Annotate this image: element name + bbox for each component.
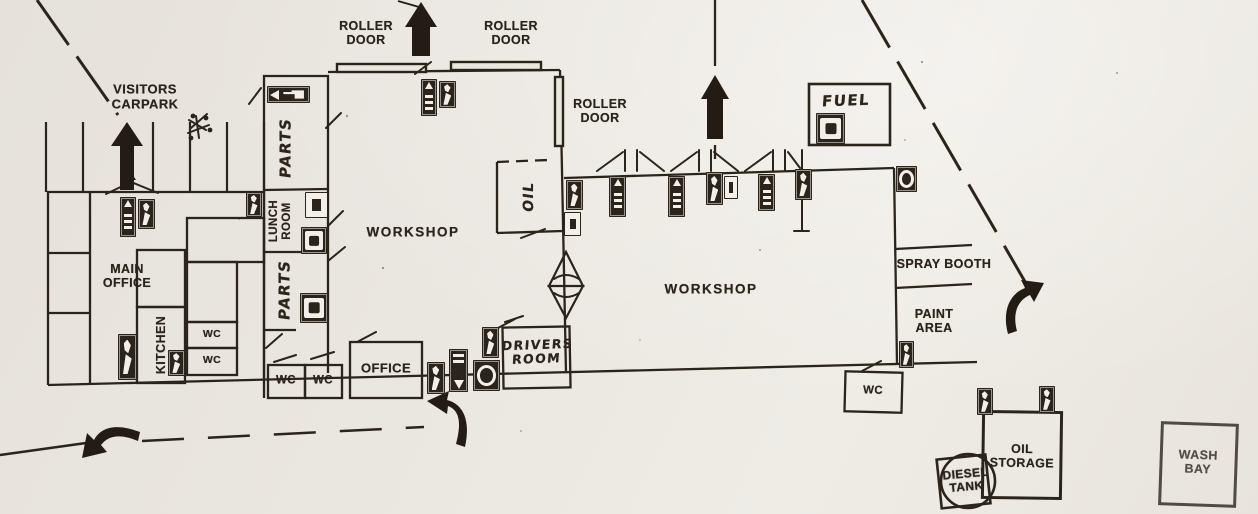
assembly-point-sign-icon bbox=[668, 176, 685, 217]
parts-label: PARTS bbox=[275, 258, 294, 322]
fire-exit-sign-icon bbox=[168, 350, 185, 376]
fire-exit-sign-icon bbox=[706, 172, 723, 205]
oil-storage-label: OIL STORAGE bbox=[989, 441, 1055, 471]
roller-door-label: ROLLER DOOR bbox=[573, 97, 627, 125]
traffic-flow-arrows bbox=[82, 280, 1044, 458]
lunch-room-label: LUNCH ROOM bbox=[268, 199, 293, 243]
fire-extinguisher-sign-icon bbox=[300, 293, 328, 323]
drivers-room-label: DRIVERS ROOM bbox=[501, 335, 574, 367]
clock-sign-icon bbox=[473, 360, 500, 391]
site-boundary-lines bbox=[0, 0, 1033, 457]
fire-exit-sign-icon bbox=[482, 327, 499, 358]
paint-area-label: PAINT AREA bbox=[914, 307, 954, 335]
oil-store-label: OIL bbox=[521, 180, 538, 214]
fire-exit-sign-icon bbox=[439, 81, 456, 108]
clock-sign-icon bbox=[896, 166, 917, 192]
fire-exit-sign-icon bbox=[1039, 386, 1055, 413]
exit-left-sign-icon bbox=[267, 86, 310, 103]
wash-bay-label: WASH BAY bbox=[1178, 447, 1219, 477]
wc-label: WC bbox=[862, 384, 884, 397]
parts-label: PARTS bbox=[276, 116, 295, 180]
arrow-annotation-stroke bbox=[397, 0, 420, 8]
assembly-point-sign-icon bbox=[758, 174, 775, 211]
fuel-label: FUEL bbox=[821, 90, 871, 111]
fire-exit-sign-icon bbox=[977, 388, 993, 415]
roller-door-label: ROLLER DOOR bbox=[339, 19, 393, 47]
main-office-label: MAIN OFFICE bbox=[102, 262, 152, 290]
office-label: OFFICE bbox=[360, 360, 412, 376]
wc-label: WC bbox=[202, 328, 222, 341]
roller-door-label: ROLLER DOOR bbox=[484, 19, 538, 47]
assembly-point-sign-icon bbox=[120, 197, 136, 237]
safety-notice-sign-icon bbox=[305, 192, 328, 218]
assembly-point-sign-icon bbox=[421, 79, 437, 116]
fire-extinguisher-sign-icon bbox=[301, 227, 327, 254]
spray-booth-label: SPRAY BOOTH bbox=[896, 257, 992, 271]
fire-exit-sign-icon bbox=[138, 199, 155, 229]
first-aid-sign-icon bbox=[449, 349, 468, 392]
safety-notice-sign-icon bbox=[724, 176, 738, 199]
door-swings bbox=[105, 61, 882, 372]
wc-label: WC bbox=[313, 374, 333, 387]
visitors-carpark-label: VISITORS CARPARK bbox=[111, 81, 179, 111]
fire-exit-sign-icon bbox=[427, 362, 445, 394]
tree-icon bbox=[187, 113, 213, 141]
wc-label: WC bbox=[202, 354, 222, 367]
wc-label: WC bbox=[276, 374, 296, 387]
carpark-bays bbox=[44, 122, 266, 192]
diesel-tank-label: DIESEL TANK bbox=[941, 464, 989, 496]
workshop-label: WORKSHOP bbox=[366, 224, 460, 240]
fire-exit-sign-icon bbox=[118, 334, 137, 380]
paper-specks bbox=[238, 60, 1118, 432]
fire-exit-sign-icon bbox=[566, 180, 583, 210]
building-walls bbox=[46, 0, 1239, 510]
workshop-label: WORKSHOP bbox=[664, 281, 758, 297]
fire-exit-sign-icon bbox=[899, 341, 914, 368]
fire-exit-sign-icon bbox=[246, 192, 262, 217]
safety-notice-sign-icon bbox=[564, 212, 581, 236]
kitchen-label: KITCHEN bbox=[154, 315, 168, 375]
roller-door-bars bbox=[335, 60, 565, 148]
fire-exit-sign-icon bbox=[795, 169, 812, 200]
fire-extinguisher-sign-icon bbox=[816, 113, 845, 144]
assembly-point-sign-icon bbox=[609, 176, 626, 217]
entrance-arrows bbox=[111, 2, 729, 190]
